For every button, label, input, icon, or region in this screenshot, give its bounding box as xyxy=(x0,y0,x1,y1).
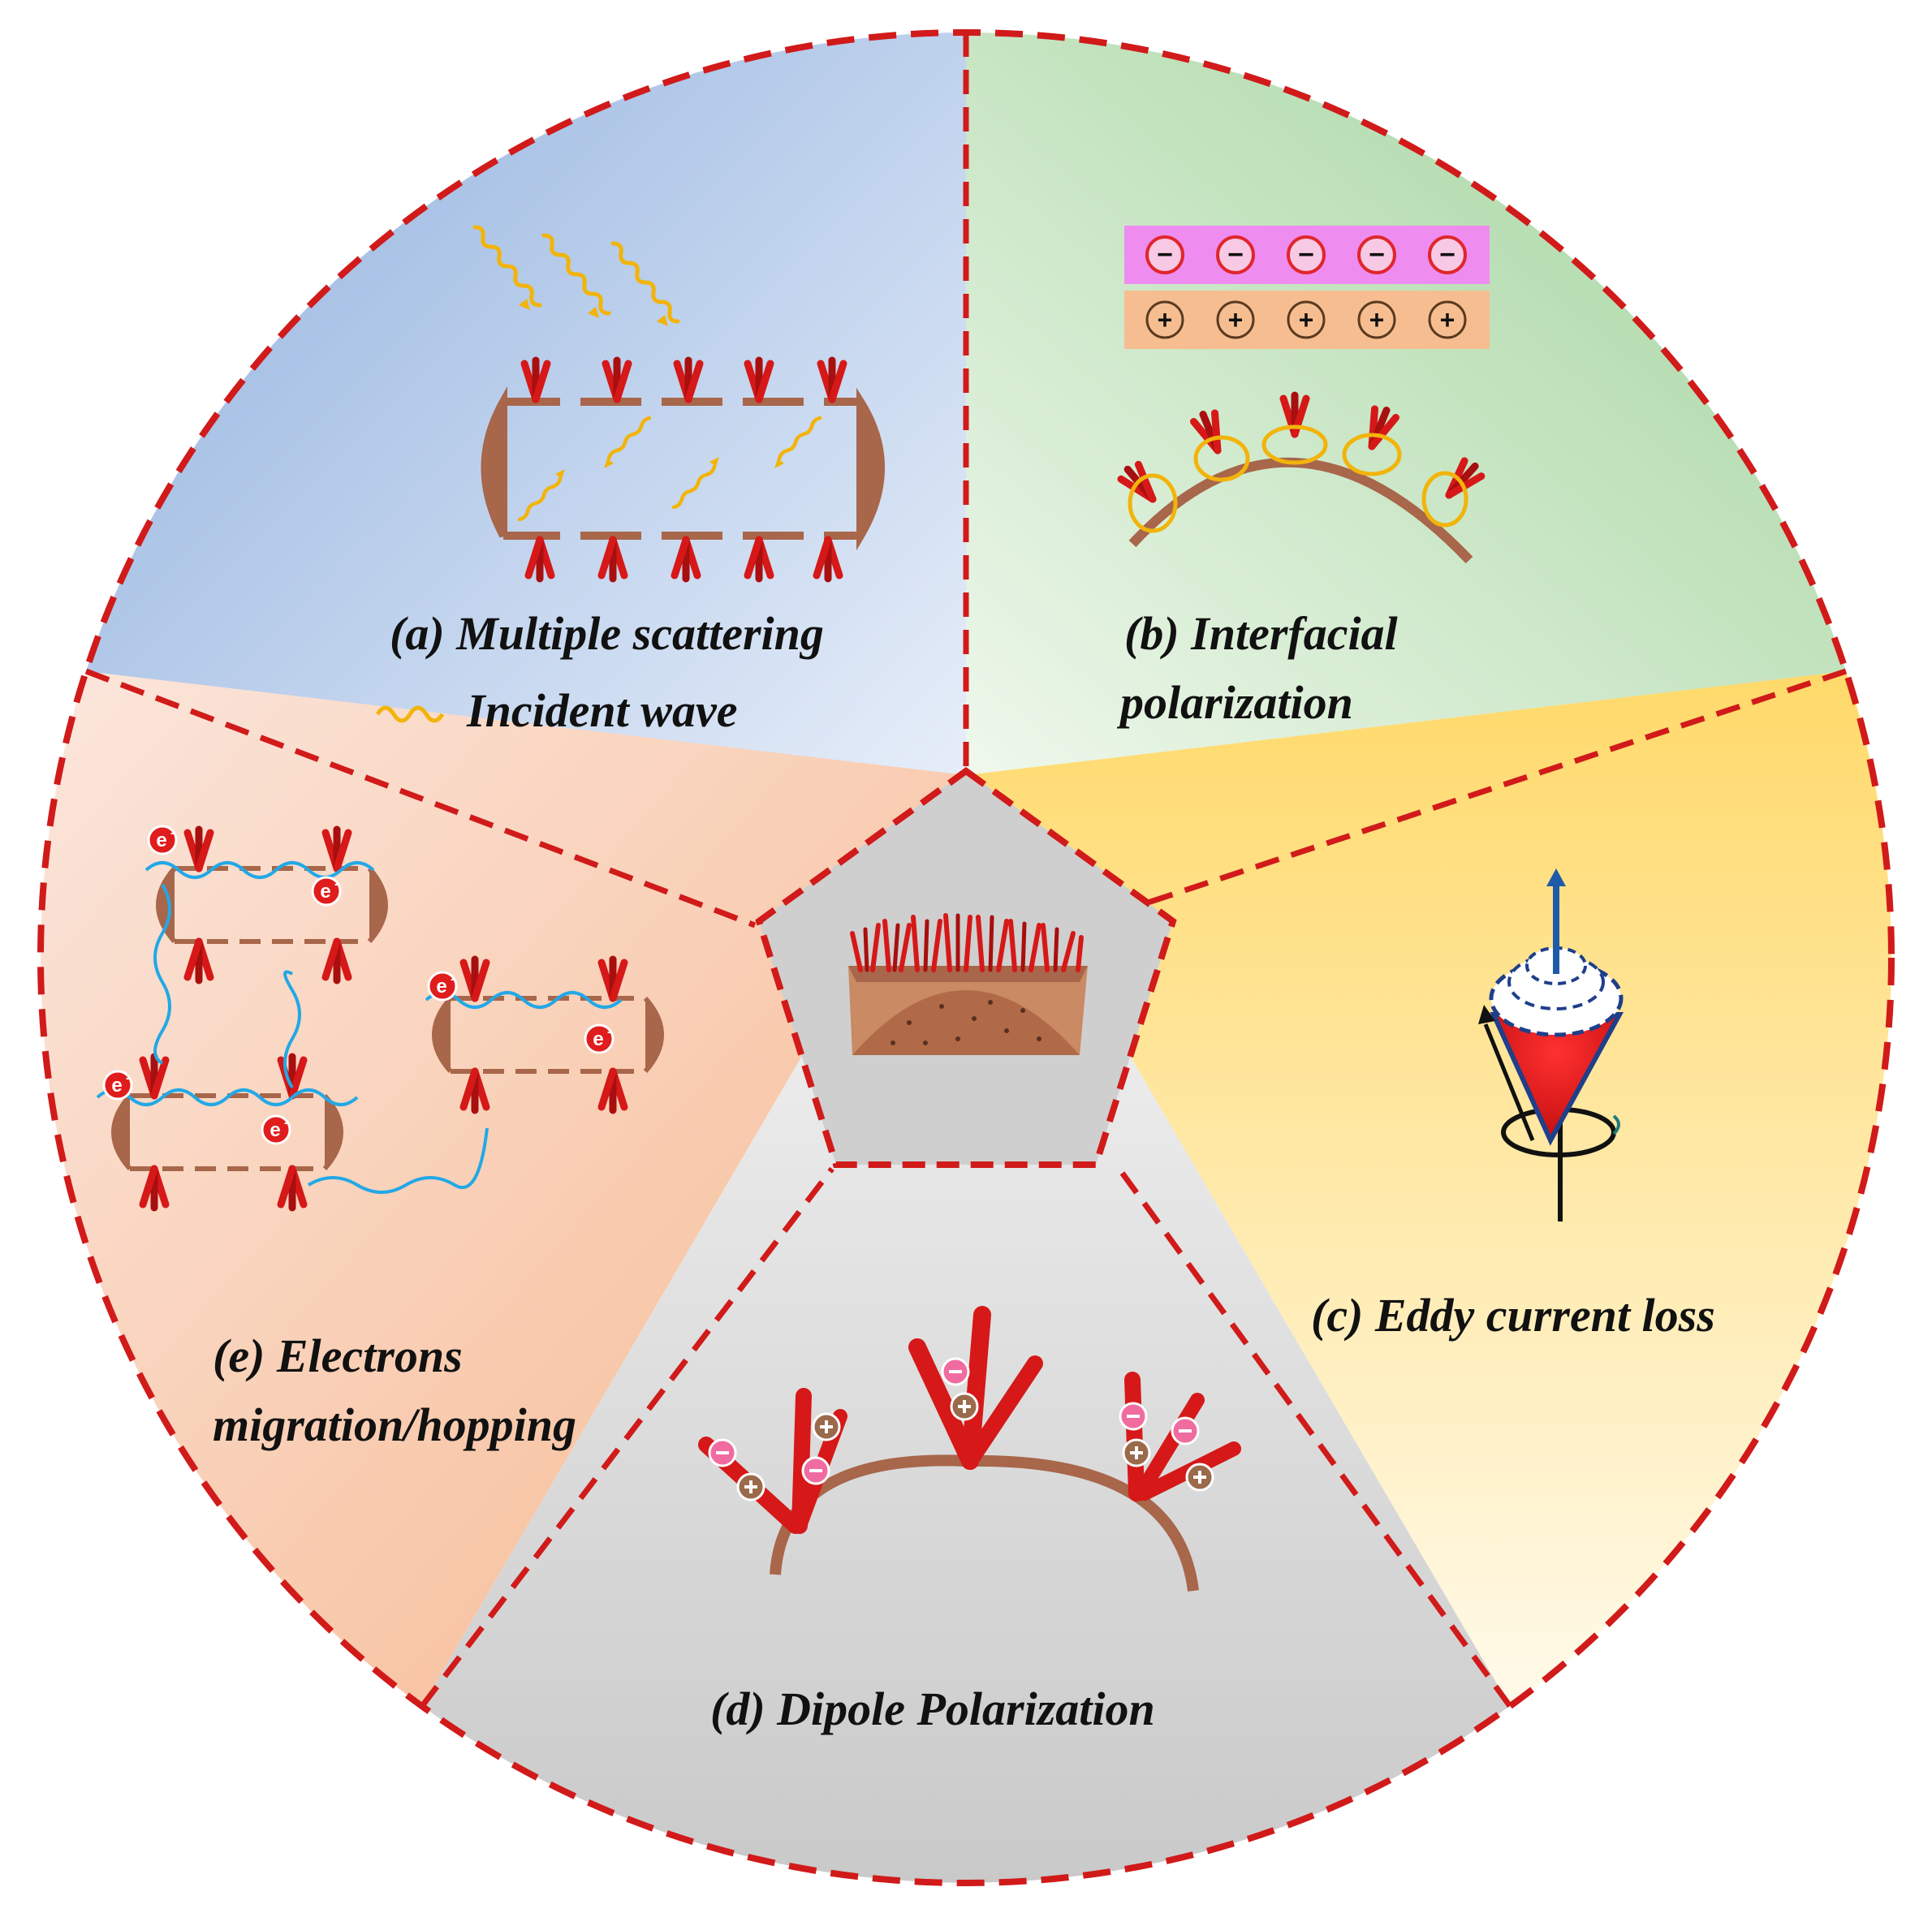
svg-text:−: − xyxy=(1439,239,1455,270)
svg-text:+: + xyxy=(1440,305,1455,334)
panel-e-background xyxy=(41,671,967,1706)
panel-e-content: (e) Electrons migration/hopping xyxy=(96,825,662,1451)
pos-charge: + xyxy=(1216,300,1255,339)
neg-charge: − xyxy=(1145,235,1184,274)
svg-text:−: − xyxy=(1298,239,1314,270)
panel-a-label: (a) Multiple scattering xyxy=(390,607,824,660)
pos-charge: + xyxy=(1357,300,1396,339)
panel-b-label-line2: polarization xyxy=(1116,676,1353,729)
center-pentagon xyxy=(755,767,1177,1168)
neg-charge: − xyxy=(1428,235,1467,274)
svg-text:−: − xyxy=(1157,239,1173,270)
panel-b-label-line1: (b) Interfacial xyxy=(1124,607,1399,660)
panel-e-label-line2: migration/hopping xyxy=(213,1398,576,1451)
panel-d-content: (d) Dipole Polarization xyxy=(698,1306,1241,1735)
pos-charge: + xyxy=(1287,300,1326,339)
neg-charge: − xyxy=(1216,235,1255,274)
neg-charge: − xyxy=(1357,235,1396,274)
outer-border xyxy=(37,29,1895,1886)
panel-c-content: (c) Eddy current loss xyxy=(1311,868,1715,1342)
electron-icon xyxy=(147,825,178,855)
svg-text:−: − xyxy=(1369,239,1385,270)
svg-text:+: + xyxy=(1228,305,1244,334)
interface-arc xyxy=(1119,395,1483,564)
pos-charge: + xyxy=(1145,300,1184,339)
panel-d-background xyxy=(422,775,1510,1883)
panel-e-label-line1: (e) Electrons xyxy=(213,1329,463,1382)
svg-text:+: + xyxy=(1369,305,1385,334)
panel-c-label: (c) Eddy current loss xyxy=(1311,1289,1715,1342)
svg-text:−: − xyxy=(1227,239,1244,270)
panel-dividers xyxy=(84,32,1848,1708)
panel-b-background xyxy=(966,32,1846,775)
wave-icon xyxy=(375,705,445,723)
panel-d-label: (d) Dipole Polarization xyxy=(710,1682,1155,1735)
neg-charge: − xyxy=(1287,235,1326,274)
panel-a-content: (a) Multiple scattering Incident wave xyxy=(375,227,885,737)
svg-text:+: + xyxy=(1158,305,1173,334)
cone-icon xyxy=(1478,868,1624,1221)
nanorod-icon xyxy=(481,360,885,579)
pos-charge: + xyxy=(1428,300,1467,339)
panel-a-legend: Incident wave xyxy=(466,684,737,737)
panel-c-background xyxy=(966,671,1891,1706)
svg-text:+: + xyxy=(1299,305,1314,334)
panel-b-content: − − − − − + xyxy=(1116,226,1490,729)
